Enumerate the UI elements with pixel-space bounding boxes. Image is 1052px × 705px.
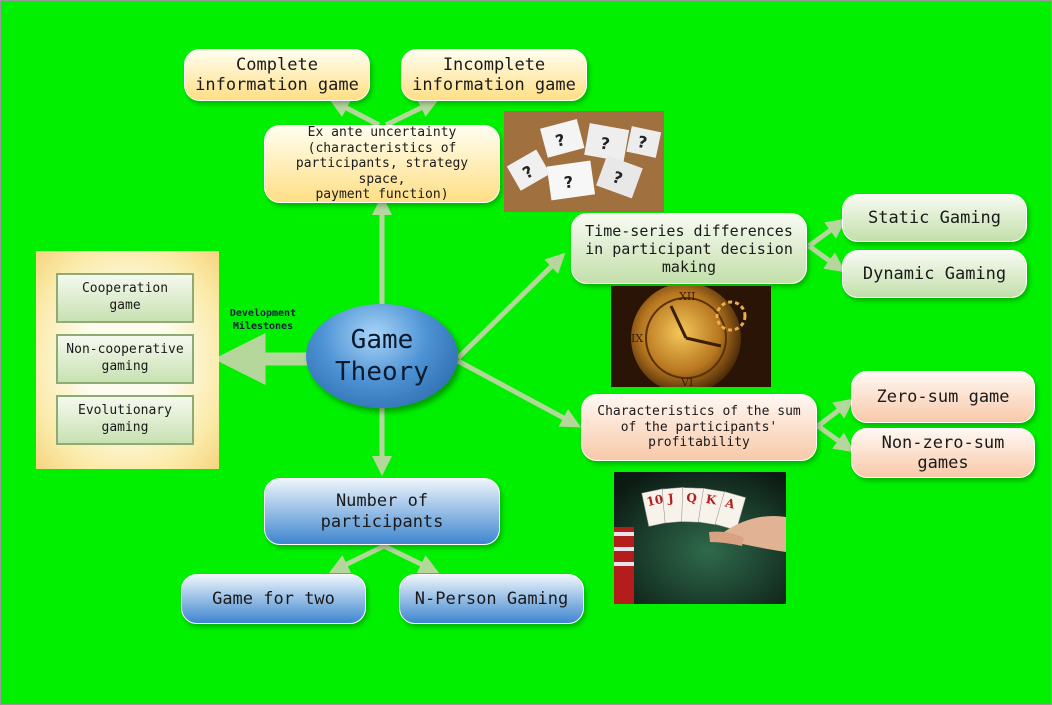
- zero-sum-game-node: Zero-sum game: [851, 371, 1035, 423]
- playing-cards-photo: 10 J Q K A: [614, 472, 786, 604]
- arrow-to-non-zero-sum: [816, 423, 855, 453]
- complete-information-game-node: Complete information game: [184, 49, 370, 101]
- center-title-line1: Game: [350, 324, 414, 355]
- arrow-to-n-person: [382, 543, 440, 574]
- arrow-to-static: [807, 218, 847, 249]
- game-theory-center-node: Game Theory: [306, 304, 458, 408]
- arrow-to-profitability: [456, 358, 581, 428]
- svg-text:?: ?: [563, 172, 575, 192]
- arrow-to-complete-info: [329, 98, 381, 128]
- time-series-differences-node: Time-series differences in participant d…: [571, 213, 807, 284]
- arrow-to-time-series: [456, 252, 566, 360]
- development-label-line2: Milestones: [232, 321, 294, 332]
- non-zero-sum-games-node: Non-zero-sum games: [851, 428, 1035, 478]
- svg-text:K: K: [705, 492, 718, 508]
- svg-text:XII: XII: [679, 290, 696, 303]
- profitability-characteristics-node: Characteristics of the sum of the partic…: [581, 394, 817, 461]
- development-milestones-label: Development Milestones: [223, 307, 303, 333]
- question-marks-photo: ? ? ? ? ? ?: [504, 111, 664, 212]
- svg-text:10: 10: [645, 492, 664, 509]
- svg-text:A: A: [723, 495, 737, 511]
- dynamic-gaming-node: Dynamic Gaming: [842, 250, 1027, 298]
- development-label-line1: Development: [229, 308, 297, 319]
- game-for-two-node: Game for two: [181, 574, 366, 624]
- arrow-to-two-player: [328, 543, 386, 574]
- arrow-to-dynamic: [807, 243, 846, 273]
- svg-text:J: J: [666, 491, 674, 506]
- incomplete-information-game-node: Incomplete information game: [401, 49, 587, 101]
- arrow-to-incomplete-info: [384, 98, 440, 128]
- ex-ante-uncertainty-node: Ex ante uncertainty (characteristics of …: [264, 125, 500, 203]
- number-of-participants-node: Number of participants: [264, 478, 500, 545]
- n-person-gaming-node: N-Person Gaming: [399, 574, 584, 624]
- arrow-to-zero-sum: [816, 398, 855, 428]
- cooperation-game-node: Cooperation game: [56, 273, 194, 323]
- development-milestones-panel: Cooperation game Non-cooperative gaming …: [36, 251, 219, 469]
- static-gaming-node: Static Gaming: [842, 194, 1027, 242]
- evolutionary-gaming-node: Evolutionary gaming: [56, 395, 194, 445]
- svg-text:IX: IX: [631, 332, 643, 345]
- question-marks-image: ? ? ? ? ? ?: [504, 111, 664, 212]
- svg-text:Q: Q: [686, 491, 697, 505]
- svg-text:?: ?: [599, 133, 611, 153]
- clock-photo: XII IX VI: [611, 286, 771, 387]
- svg-text:?: ?: [636, 132, 649, 153]
- svg-text:VI: VI: [680, 376, 693, 387]
- playing-cards-image: 10 J Q K A: [614, 472, 786, 604]
- center-title-line2: Theory: [335, 357, 429, 387]
- non-cooperative-gaming-node: Non-cooperative gaming: [56, 334, 194, 384]
- clock-image: XII IX VI: [611, 286, 771, 387]
